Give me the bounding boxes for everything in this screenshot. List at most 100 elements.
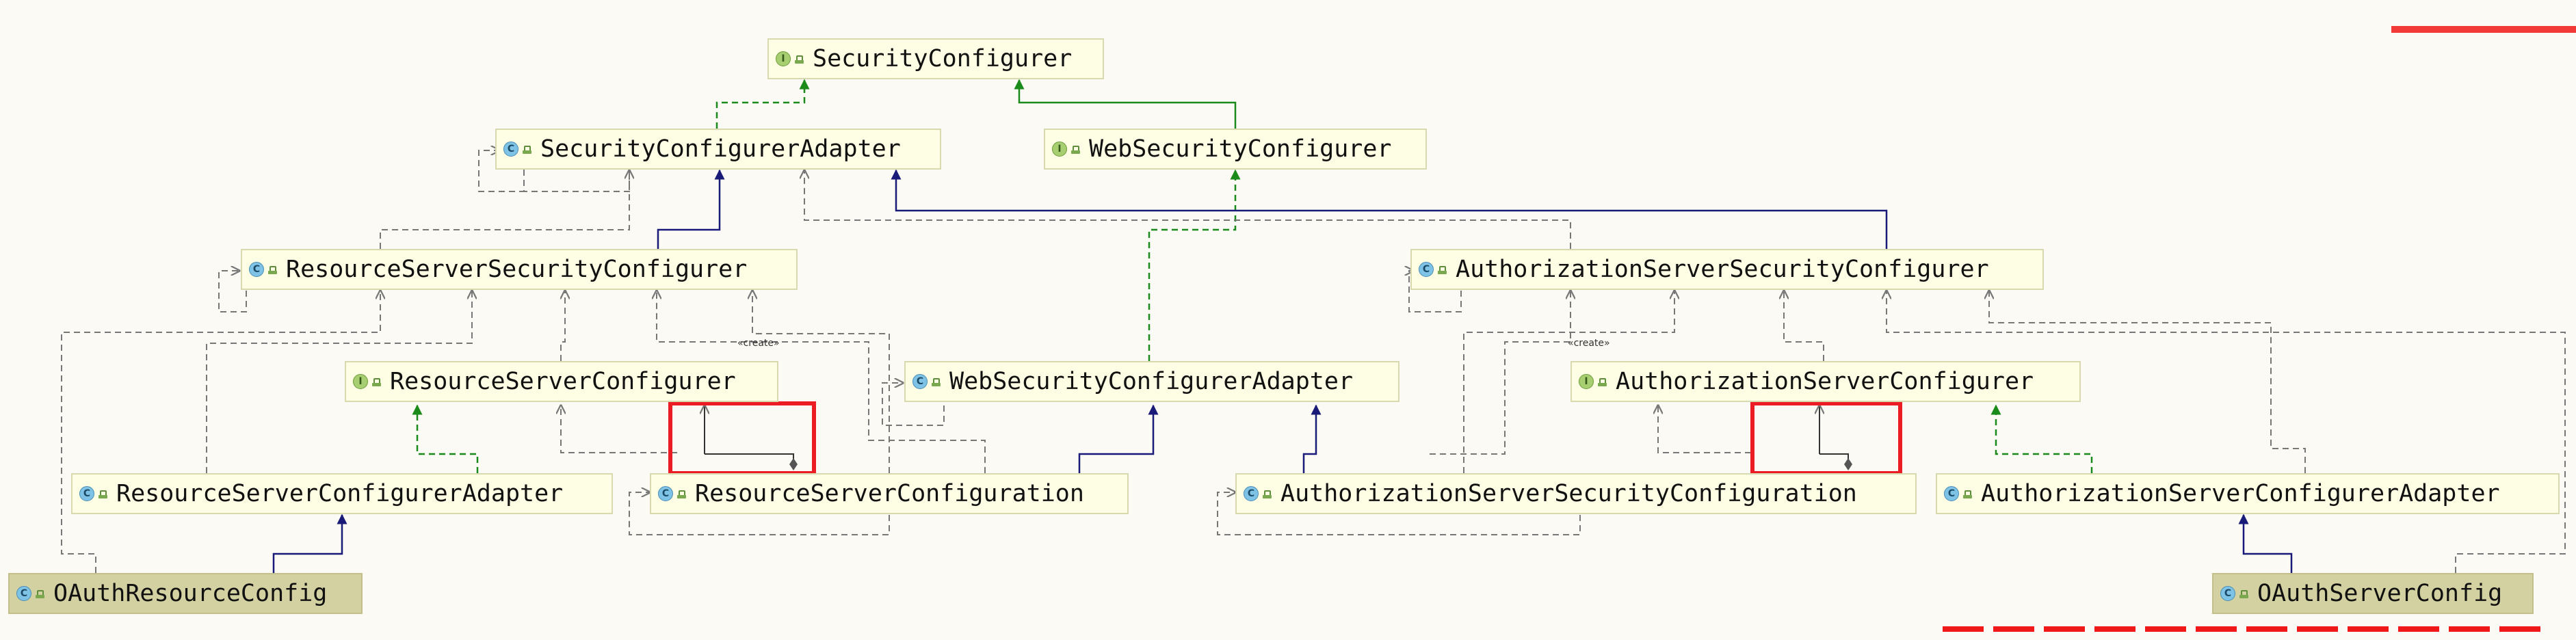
edge-oauthresource-extends-rsca [272,514,347,573]
node-label: AuthorizationServerConfigurer [1616,368,2034,395]
dep-assconf-to-assc-1 [1430,291,1570,455]
dep-rsconfigurer-to-rssc [560,291,565,361]
node-label: ResourceServerConfiguration [695,480,1084,507]
aggregation-diamonds [705,405,1852,470]
dep-assconf-to-assc-2 [1463,291,1674,473]
aggregation-diamond-left [789,458,798,470]
edge-assc-extends-adapter [891,169,1888,249]
dep-oauthserver-to-assc [1887,291,2566,573]
class-icon: C [912,374,928,389]
edge-aggregation-right [1819,453,1849,464]
public-visibility-icon [932,376,941,387]
public-visibility-icon [523,144,532,155]
interface-icon: I [1579,374,1594,389]
edge-rsc-extends-wsca [1078,404,1159,473]
class-icon: C [16,586,31,601]
watermark-fragment-top [2391,14,2576,34]
public-visibility-icon [1963,488,1973,499]
public-visibility-icon [795,53,804,64]
public-visibility-icon [1598,376,1607,387]
class-icon: C [1244,486,1259,501]
node-resource-server-configurer[interactable]: I ResourceServerConfigurer [345,361,778,402]
node-web-security-configurer-adapter[interactable]: C WebSecurityConfigurerAdapter [904,361,1399,402]
edge-aggregation-left [705,453,794,464]
dep-wsca-self [882,383,945,426]
public-visibility-icon [98,488,108,499]
realization-solid [1014,79,1237,129]
class-icon: C [2220,586,2235,601]
edge-assconf-extends-wsca [1302,404,1322,473]
node-label: ResourceServerConfigurer [390,368,736,395]
interface-icon: I [776,51,791,66]
dep-assconf-self [1217,492,1581,535]
public-visibility-icon [2239,588,2249,599]
public-visibility-icon [1438,264,1447,275]
dep-asca-to-assc [1989,291,2306,473]
dep-rsc-to-rsconfigurer [561,405,677,453]
edge-oauthserver-extends-asca [2238,514,2293,573]
dep-rssc-self [218,271,247,312]
realization-edges [412,79,2093,473]
dep-rsc-to-rssc-2 [752,291,890,473]
dep-oauthresource-to-rssc [61,291,380,573]
node-security-configurer-adapter[interactable]: C SecurityConfigurerAdapter [495,129,941,170]
node-authorization-server-configurer-adapter[interactable]: C AuthorizationServerConfigurerAdapter [1936,473,2560,514]
node-label: WebSecurityConfigurer [1089,135,1392,163]
node-resource-server-security-configurer[interactable]: C ResourceServerSecurityConfigurer [241,249,798,290]
node-oauth-server-config[interactable]: C OAuthServerConfig [2212,573,2534,614]
edge-rssc-extends-adapter [657,169,725,249]
interface-icon: I [353,374,368,389]
public-visibility-icon [1263,488,1272,499]
create-stereotype-right: «create» [1568,338,1610,349]
generalization-edges [272,169,2293,573]
edge-wsca-implements-webconfigurer [1148,169,1241,361]
node-authorization-server-security-configuration[interactable]: C AuthorizationServerSecurityConfigurati… [1235,473,1917,514]
edge-rsca-implements-rsconfigurer [412,404,479,473]
node-label: ResourceServerSecurityConfigurer [286,256,748,283]
node-authorization-server-configurer[interactable]: I AuthorizationServerConfigurer [1570,361,2081,402]
watermark-fragment-bottom [1943,619,2545,633]
public-visibility-icon [677,488,687,499]
edge-adapter-implements-securityconfigurer [715,79,810,129]
node-label: OAuthResourceConfig [53,580,328,607]
class-icon: C [1944,486,1959,501]
node-label: AuthorizationServerSecurityConfiguration [1280,480,1857,507]
node-oauth-resource-config[interactable]: C OAuthResourceConfig [8,573,363,614]
class-icon: C [503,142,518,157]
aggregation-diamond-right [1844,458,1852,470]
edge-webconfigurer-extends-securityconfigurer [1014,79,1237,129]
node-label: ResourceServerConfigurerAdapter [116,480,564,507]
dep-adapter-self [478,129,525,192]
node-resource-server-configuration[interactable]: C ResourceServerConfiguration [650,473,1129,514]
public-visibility-icon [36,588,45,599]
class-icon: C [658,486,673,501]
create-stereotype-left: «create» [737,338,780,349]
node-label: WebSecurityConfigurerAdapter [949,368,1354,395]
public-visibility-icon [268,264,278,275]
class-icon: C [249,262,264,277]
highlight-box-right [1750,401,1902,475]
class-icon: C [79,486,94,501]
node-label: OAuthServerConfig [2257,580,2503,607]
dep-rssc-to-adapter [380,170,629,249]
node-label: AuthorizationServerConfigurerAdapter [1981,480,2500,507]
node-label: AuthorizationServerSecurityConfigurer [1456,256,1989,283]
class-icon: C [1419,262,1434,277]
public-visibility-icon [1071,144,1081,155]
dep-asconfigurer-to-assc [1784,291,1824,361]
dep-rsc-to-rssc-1 [657,291,986,473]
edge-asca-implements-asconfigurer [1990,404,2093,473]
node-resource-server-configurer-adapter[interactable]: C ResourceServerConfigurerAdapter [71,473,613,514]
dep-adapter-down [524,170,630,192]
node-security-configurer[interactable]: I SecurityConfigurer [767,38,1104,79]
dep-rsca-to-rssc [206,291,472,473]
dep-assc-to-adapter [804,170,1571,249]
public-visibility-icon [372,376,382,387]
node-label: SecurityConfigurer [813,45,1073,72]
dep-assconf-to-asconfigurer [1658,405,1751,453]
dependency-edges [61,129,2566,573]
dep-rsc-self [629,492,890,535]
node-web-security-configurer[interactable]: I WebSecurityConfigurer [1044,129,1427,170]
node-authorization-server-security-configurer[interactable]: C AuthorizationServerSecurityConfigurer [1410,249,2044,290]
